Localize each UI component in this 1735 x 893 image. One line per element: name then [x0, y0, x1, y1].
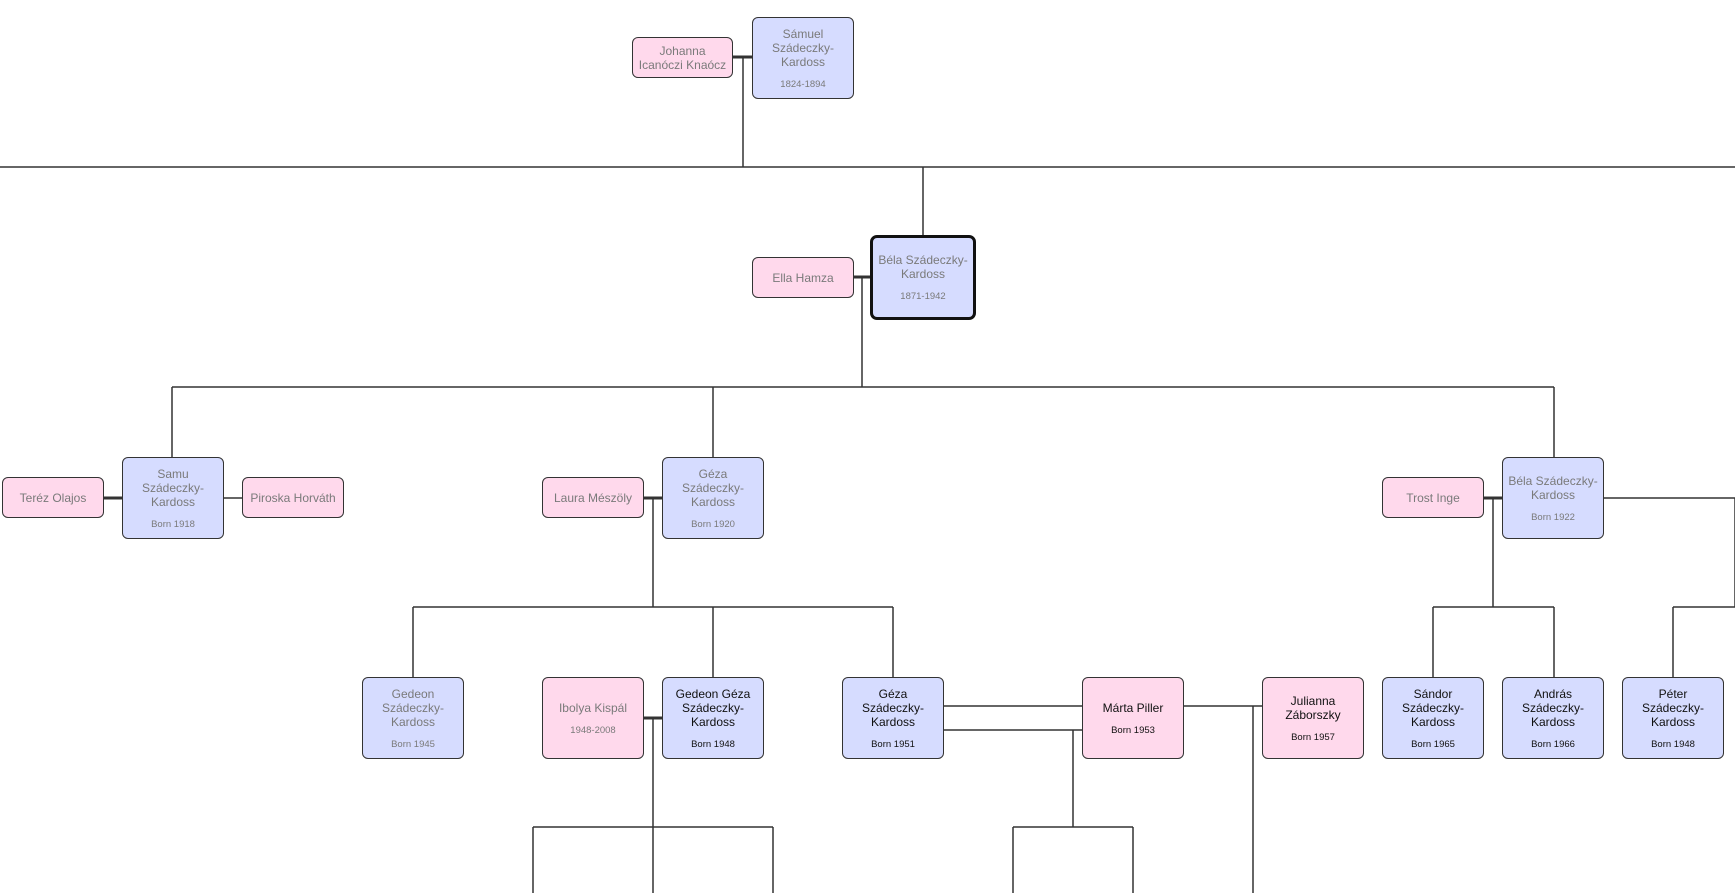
person-node-terez[interactable]: Teréz Olajos [2, 477, 104, 518]
person-node-julianna[interactable]: Julianna Záborszky Born 1957 [1262, 677, 1364, 759]
person-dates: Born 1922 [1531, 511, 1575, 523]
person-dates: Born 1957 [1291, 731, 1335, 743]
person-name: Julianna Záborszky [1285, 693, 1341, 722]
person-node-andras[interactable]: András Szádeczky-Kardoss Born 1966 [1502, 677, 1604, 759]
person-node-bela-1871-selected[interactable]: Béla Szádeczky-Kardoss 1871-1942 [870, 235, 976, 320]
person-name: Gedeon Géza Szádeczky-Kardoss [675, 686, 751, 729]
person-dates: 1871-1942 [900, 291, 946, 302]
person-name: Béla Szádeczky-Kardoss [878, 253, 968, 281]
person-name: Trost Inge [1406, 490, 1460, 505]
person-dates: Born 1951 [871, 738, 915, 750]
person-name: Ella Hamza [772, 270, 834, 285]
person-node-laura[interactable]: Laura Mészöly [542, 477, 644, 518]
person-node-bela-1922[interactable]: Béla Szádeczky-Kardoss Born 1922 [1502, 457, 1604, 539]
person-dates: Born 1945 [391, 738, 435, 750]
person-dates: Born 1966 [1531, 738, 1575, 750]
person-name: Ibolya Kispál [558, 700, 628, 715]
person-node-peter[interactable]: Péter Szádeczky-Kardoss Born 1948 [1622, 677, 1724, 759]
person-dates: Born 1920 [691, 518, 735, 530]
person-node-trost[interactable]: Trost Inge [1382, 477, 1484, 518]
person-dates: Born 1948 [1651, 738, 1695, 750]
person-node-geza-1951[interactable]: Géza Szádeczky-Kardoss Born 1951 [842, 677, 944, 759]
person-dates: Born 1965 [1411, 738, 1455, 750]
person-name: Géza Szádeczky-Kardoss [681, 466, 745, 509]
person-name: Géza Szádeczky-Kardoss [861, 686, 925, 729]
person-name: András Szádeczky-Kardoss [1521, 686, 1585, 729]
person-node-ibolya[interactable]: Ibolya Kispál 1948-2008 [542, 677, 644, 759]
person-dates: 1824-1894 [780, 78, 826, 90]
person-node-samuel[interactable]: Sámuel Szádeczky-Kardoss 1824-1894 [752, 17, 854, 99]
person-node-ella[interactable]: Ella Hamza [752, 257, 854, 298]
person-name: Béla Szádeczky-Kardoss [1508, 473, 1598, 502]
person-name: Johanna Icanóczi Knaócz [638, 43, 727, 72]
person-node-johanna[interactable]: Johanna Icanóczi Knaócz [632, 37, 733, 78]
person-name: Gedeon Szádeczky-Kardoss [381, 686, 445, 729]
person-dates: Born 1953 [1111, 724, 1155, 736]
person-name: Laura Mészöly [553, 490, 633, 505]
person-node-piroska[interactable]: Piroska Horváth [242, 477, 344, 518]
person-node-geza-1920[interactable]: Géza Szádeczky-Kardoss Born 1920 [662, 457, 764, 539]
person-name: Márta Piller [1102, 700, 1164, 715]
person-node-gedeon-1945[interactable]: Gedeon Szádeczky-Kardoss Born 1945 [362, 677, 464, 759]
person-node-marta[interactable]: Márta Piller Born 1953 [1082, 677, 1184, 759]
person-node-sandor[interactable]: Sándor Szádeczky-Kardoss Born 1965 [1382, 677, 1484, 759]
person-dates: Born 1918 [151, 518, 195, 530]
person-node-gedeon-geza[interactable]: Gedeon Géza Szádeczky-Kardoss Born 1948 [662, 677, 764, 759]
person-dates: 1948-2008 [570, 724, 616, 736]
person-name: Teréz Olajos [19, 490, 87, 505]
person-name: Sándor Szádeczky-Kardoss [1401, 686, 1465, 729]
person-name: Péter Szádeczky-Kardoss [1641, 686, 1705, 729]
person-dates: Born 1948 [691, 738, 735, 750]
person-name: Sámuel Szádeczky-Kardoss [771, 26, 835, 69]
person-name: Piroska Horváth [250, 490, 336, 505]
person-node-samu[interactable]: Samu Szádeczky-Kardoss Born 1918 [122, 457, 224, 539]
person-name: Samu Szádeczky-Kardoss [141, 466, 205, 509]
